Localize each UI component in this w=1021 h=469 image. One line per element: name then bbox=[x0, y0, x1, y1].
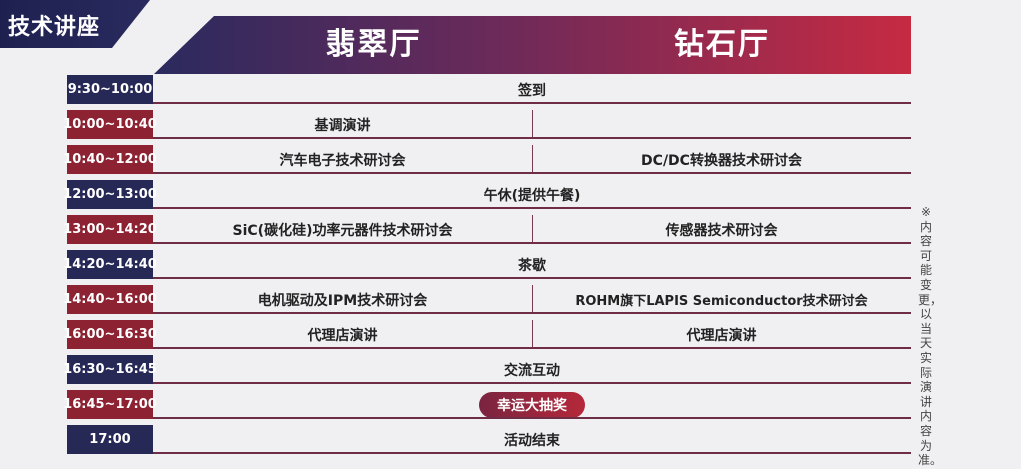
schedule-row: 13:00~14:20 SiC(碳化硅)功率元器件技术研讨会 传感器技术研讨会 bbox=[63, 215, 911, 244]
time-slot: 14:40~16:00 bbox=[63, 285, 157, 314]
time-slot: 14:20~14:40 bbox=[63, 250, 157, 279]
time-slot: 9:30~10:00 bbox=[67, 75, 153, 104]
schedule-row: 16:00~16:30 代理店演讲 代理店演讲 bbox=[63, 320, 911, 349]
hall-emerald: 翡翠厅 bbox=[325, 27, 422, 62]
session-cell: 交流互动 bbox=[504, 362, 560, 379]
session-diamond: 传感器技术研讨会 bbox=[665, 222, 778, 239]
hall-header: 翡翠厅 钻石厅 bbox=[154, 16, 911, 74]
schedule-row: 12:00~13:00 午休(提供午餐) bbox=[63, 180, 911, 209]
time-slot: 16:30~16:45 bbox=[63, 355, 157, 384]
schedule-row: 9:30~10:00 签到 bbox=[67, 75, 911, 104]
column-divider bbox=[532, 145, 533, 174]
schedule-row: 16:30~16:45 交流互动 bbox=[63, 355, 911, 384]
schedule-row: 16:45~17:00 幸运大抽奖 bbox=[63, 390, 911, 419]
time-slot: 10:40~12:00 bbox=[63, 145, 157, 174]
schedule-row: 14:20~14:40 茶歇 bbox=[63, 250, 911, 279]
session-emerald: 基调演讲 bbox=[314, 117, 371, 134]
time-slot: 10:00~10:40 bbox=[63, 110, 157, 139]
session-cell: 签到 bbox=[518, 82, 546, 99]
session-emerald: 汽车电子技术研讨会 bbox=[279, 152, 406, 169]
session-emerald: 代理店演讲 bbox=[307, 327, 378, 344]
session-diamond: DC/DC转换器技术研讨会 bbox=[641, 152, 802, 169]
lucky-draw-badge: 幸运大抽奖 bbox=[479, 391, 585, 418]
session-cell: 午休(提供午餐) bbox=[483, 187, 581, 204]
schedule-row: 14:40~16:00 电机驱动及IPM技术研讨会 ROHM旗下LAPIS Se… bbox=[63, 285, 911, 314]
session-diamond: ROHM旗下LAPIS Semiconductor技术研讨会 bbox=[575, 294, 868, 309]
column-divider bbox=[532, 110, 533, 139]
session-diamond bbox=[532, 110, 911, 139]
session-emerald: 电机驱动及IPM技术研讨会 bbox=[257, 292, 428, 309]
column-divider bbox=[532, 320, 533, 349]
column-divider bbox=[532, 215, 533, 244]
schedule-row: 17:00 活动结束 bbox=[67, 425, 911, 454]
section-title: 技术讲座 bbox=[8, 15, 101, 40]
session-cell: 幸运大抽奖 bbox=[153, 390, 911, 419]
session-cell: 活动结束 bbox=[504, 432, 560, 449]
disclaimer-note: ※内容可能变更，以当天实际演讲内容为准。 bbox=[918, 205, 943, 468]
time-slot: 12:00~13:00 bbox=[63, 180, 157, 209]
schedule-row: 10:40~12:00 汽车电子技术研讨会 DC/DC转换器技术研讨会 bbox=[63, 145, 911, 174]
time-slot: 13:00~14:20 bbox=[63, 215, 157, 244]
session-emerald: SiC(碳化硅)功率元器件技术研讨会 bbox=[232, 222, 453, 239]
schedule-row: 10:00~10:40 基调演讲 bbox=[63, 110, 911, 139]
time-slot: 16:45~17:00 bbox=[63, 390, 157, 419]
hall-diamond: 钻石厅 bbox=[674, 27, 770, 62]
time-slot: 16:00~16:30 bbox=[63, 320, 157, 349]
session-diamond: 代理店演讲 bbox=[686, 327, 757, 344]
session-cell: 茶歇 bbox=[518, 257, 546, 274]
time-slot: 17:00 bbox=[67, 425, 153, 454]
column-divider bbox=[532, 285, 533, 314]
